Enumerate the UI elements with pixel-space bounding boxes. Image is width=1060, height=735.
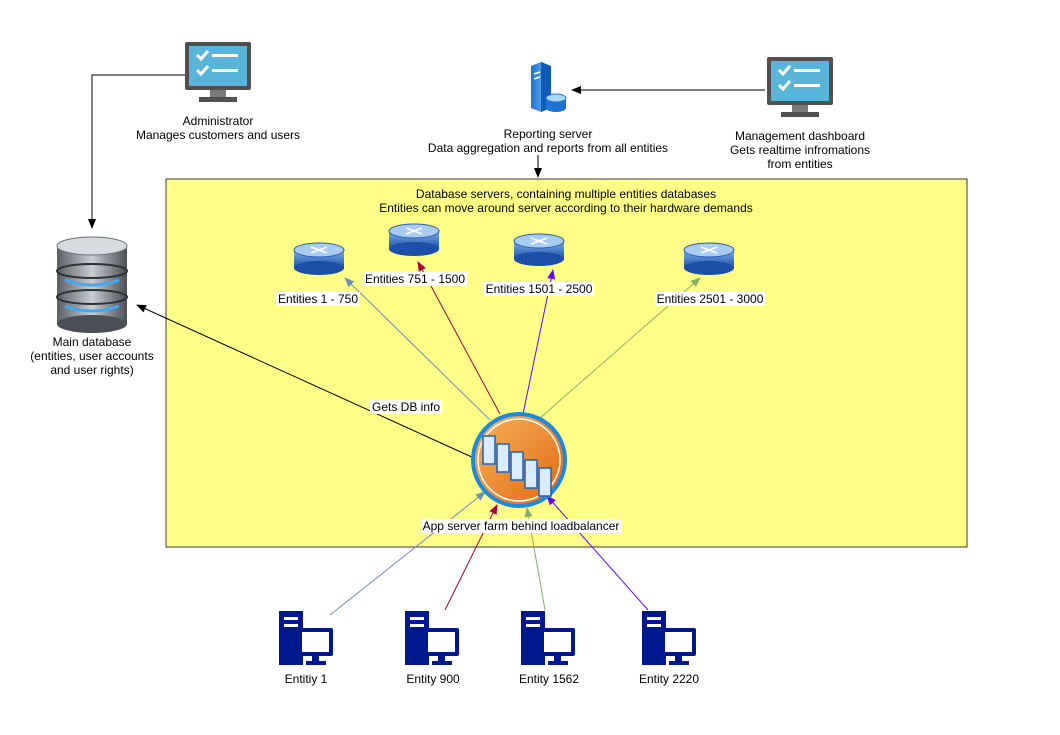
entity-900-label: Entity 900 <box>383 672 483 686</box>
database-zone <box>165 178 968 548</box>
app-farm-text: App server farm behind loadbalancer <box>420 519 622 533</box>
farm-to-db2-link <box>417 261 501 415</box>
db-server-3-icon[interactable] <box>513 233 565 266</box>
db-server-2-label: Entities 751 - 1500 <box>350 272 480 286</box>
main-database-icon[interactable] <box>56 236 128 333</box>
app-farm-label: App server farm behind loadbalancer <box>396 519 646 533</box>
management-dashboard-monitor-icon[interactable] <box>767 57 833 117</box>
entity-1-workstation-icon[interactable] <box>279 611 333 665</box>
db-server-4-label: Entities 2501 - 3000 <box>645 292 775 306</box>
db-server-1-icon[interactable] <box>293 242 345 275</box>
farm-to-main-db-link <box>136 304 475 459</box>
entity-900-text: Entity 900 <box>406 672 460 686</box>
entity2220-to-farm-link <box>546 495 649 611</box>
entity-1-label: Entitiy 1 <box>256 672 356 686</box>
db-server-2-text: Entities 751 - 1500 <box>362 272 468 286</box>
admin-to-main-db-link <box>88 74 185 229</box>
entity-1562-label: Entity 1562 <box>499 672 599 686</box>
reporting-server-title: Reporting server <box>503 127 593 141</box>
db-server-4-text: Entities 2501 - 3000 <box>654 292 766 306</box>
farm-to-db1-link <box>344 277 491 421</box>
main-database-description-1: (entities, user accounts <box>30 349 154 363</box>
entity-1-text: Entitiy 1 <box>284 672 328 686</box>
db-zone-title: Database servers, containing multiple en… <box>415 187 717 201</box>
management-dashboard-description-1: Gets realtime infromations <box>729 143 871 157</box>
db-server-3-label: Entities 1501 - 2500 <box>474 282 604 296</box>
entity-1562-workstation-icon[interactable] <box>521 611 575 665</box>
db-server-1-label: Entities 1 - 750 <box>258 292 378 306</box>
management-dashboard-description-2: from entities <box>767 157 833 171</box>
management-dashboard-label: Management dashboard Gets realtime infro… <box>710 129 890 171</box>
entity-2220-text: Entity 2220 <box>638 672 700 686</box>
entity-2220-workstation-icon[interactable] <box>642 611 696 665</box>
reporting-server-icon[interactable] <box>531 62 567 112</box>
management-dashboard-title: Management dashboard <box>734 129 866 143</box>
entity-2220-label: Entity 2220 <box>619 672 719 686</box>
db-zone-description: Entities can move around server accordin… <box>379 201 753 215</box>
db-server-4-icon[interactable] <box>683 242 735 275</box>
main-database-description-2: and user rights) <box>50 363 134 377</box>
reporting-server-label: Reporting server Data aggregation and re… <box>398 127 698 155</box>
main-database-title: Main database <box>52 335 132 349</box>
entity-900-workstation-icon[interactable] <box>405 611 459 665</box>
entity-1562-text: Entity 1562 <box>518 672 580 686</box>
app-server-farm-icon[interactable] <box>471 412 567 508</box>
db-zone-caption: Database servers, containing multiple en… <box>316 187 816 215</box>
main-database-label: Main database (entities, user accounts a… <box>12 335 172 377</box>
administrator-monitor-icon[interactable] <box>185 42 251 102</box>
reporting-server-description: Data aggregation and reports from all en… <box>427 141 669 155</box>
administrator-description: Manages customers and users <box>135 128 301 142</box>
gets-db-info-label: Gets DB info <box>356 400 456 414</box>
gets-db-info-text: Gets DB info <box>369 400 443 414</box>
db-server-3-text: Entities 1501 - 2500 <box>483 282 595 296</box>
db-server-1-text: Entities 1 - 750 <box>275 292 361 306</box>
entity1-to-farm-link <box>329 491 486 616</box>
administrator-title: Administrator <box>182 114 254 128</box>
db-server-2-icon[interactable] <box>388 223 440 256</box>
administrator-label: Administrator Manages customers and user… <box>118 114 318 142</box>
